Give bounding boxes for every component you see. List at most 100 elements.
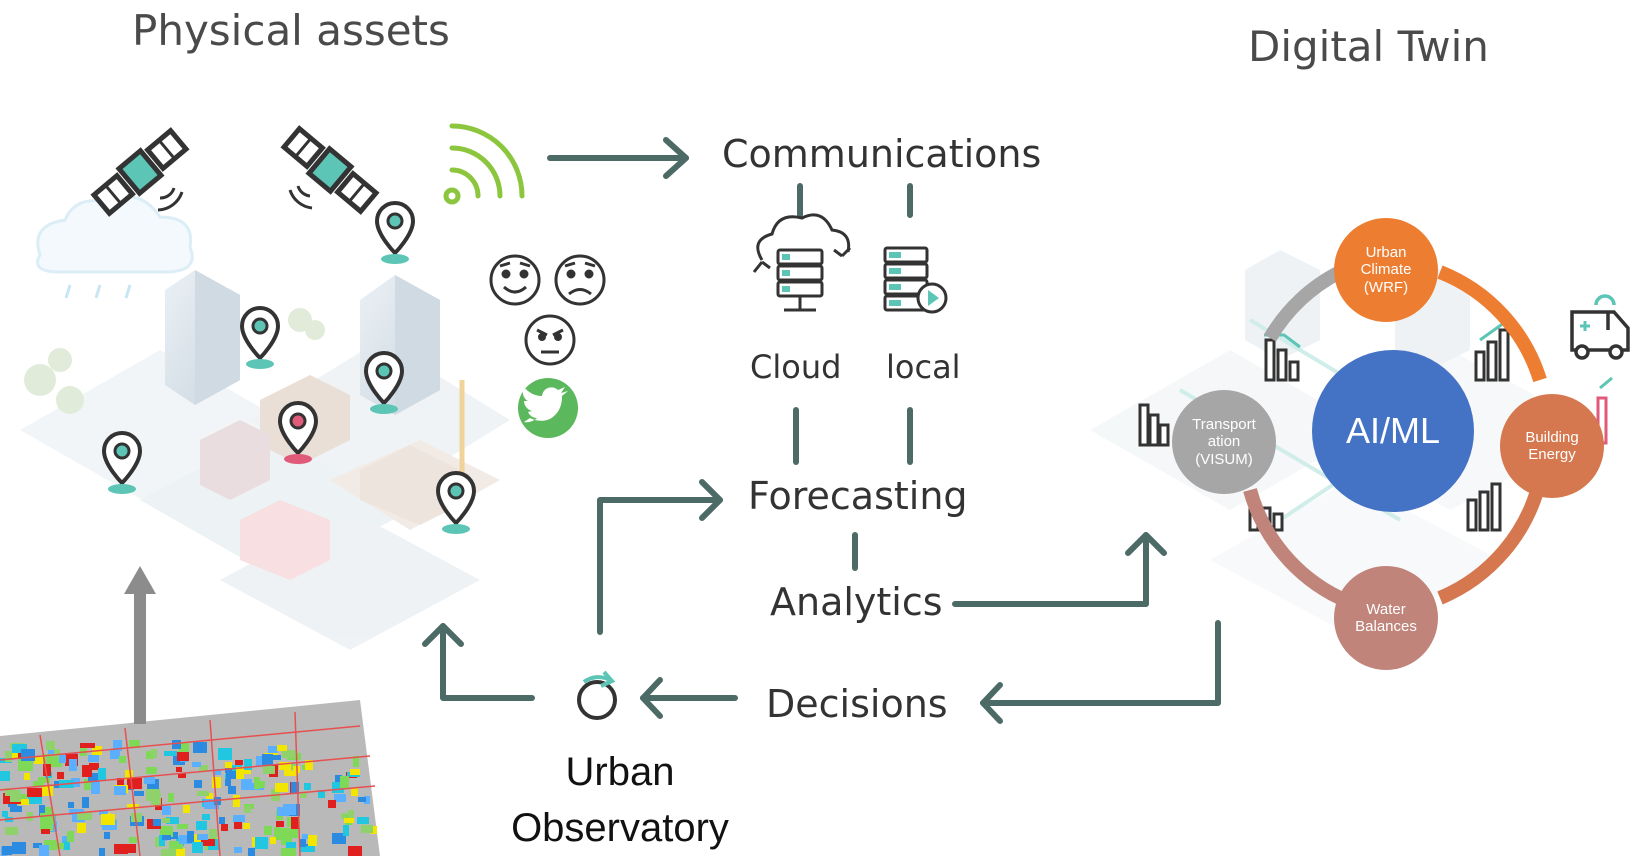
city-block xyxy=(262,754,273,766)
satellite-icon xyxy=(90,127,190,217)
city-block xyxy=(334,794,346,802)
city-block xyxy=(146,751,154,759)
water-balances-line-1: Water xyxy=(1366,600,1406,618)
city-block xyxy=(275,783,288,792)
city-block xyxy=(285,828,298,838)
city-block xyxy=(302,834,308,839)
city-block xyxy=(201,839,215,846)
ambulance-icon xyxy=(1570,294,1630,360)
communications-label: Communications xyxy=(722,132,1042,176)
city-block xyxy=(318,790,325,798)
wifi-signal-icon xyxy=(443,123,525,205)
urban-climate-line-3: (WRF) xyxy=(1363,278,1409,296)
city-block xyxy=(281,848,296,856)
physical-assets-heading: Physical assets xyxy=(132,6,450,55)
water-balances-node: Water Balances xyxy=(1334,566,1438,670)
city-block xyxy=(40,813,55,824)
city-block xyxy=(44,807,52,815)
city-block xyxy=(82,765,92,777)
city-block xyxy=(179,743,189,752)
city-block xyxy=(151,749,157,758)
city-block xyxy=(129,837,137,843)
city-block xyxy=(98,768,106,780)
building-energy-line-1: Building xyxy=(1525,428,1579,446)
transportation-line-1: Transport xyxy=(1192,416,1256,434)
city-block xyxy=(283,804,296,815)
city-block xyxy=(194,780,202,788)
city-block xyxy=(176,767,182,772)
city-block xyxy=(44,840,57,850)
city-block xyxy=(129,740,140,748)
city-block xyxy=(56,843,64,849)
city-block xyxy=(284,767,292,776)
city-block xyxy=(353,756,359,767)
city-block xyxy=(270,837,276,844)
city-block xyxy=(67,831,74,842)
city-block xyxy=(134,791,144,796)
city-block xyxy=(272,755,281,760)
city-block xyxy=(27,812,33,821)
city-block xyxy=(225,768,232,773)
urban-observatory-label: Urban Observatory xyxy=(470,744,770,856)
city-block xyxy=(221,824,228,831)
city-block xyxy=(226,771,237,779)
city-block xyxy=(80,743,95,748)
city-block xyxy=(127,778,142,789)
location-pins xyxy=(101,200,477,534)
city-block xyxy=(192,842,203,853)
city-block xyxy=(169,841,183,849)
bar-chart-icon xyxy=(1466,482,1502,532)
cloud-server-icon xyxy=(752,213,852,312)
city-block xyxy=(34,757,45,764)
city-block xyxy=(187,831,194,843)
city-block xyxy=(234,818,242,829)
city-block xyxy=(162,818,170,823)
city-block xyxy=(234,847,242,853)
city-block xyxy=(41,829,50,834)
city-block xyxy=(241,779,252,790)
observatory-line-1: Urban xyxy=(565,750,675,794)
rain-cloud-icon xyxy=(36,195,194,274)
city-block xyxy=(19,799,29,805)
local-label: local xyxy=(886,348,961,386)
city-block xyxy=(57,772,64,779)
city-block xyxy=(43,764,51,776)
city-block xyxy=(113,740,122,751)
city-block xyxy=(361,825,373,833)
city-block xyxy=(38,777,50,783)
building-energy-line-2: Energy xyxy=(1528,446,1576,463)
city-block xyxy=(48,757,62,767)
city-block xyxy=(358,797,366,802)
city-block xyxy=(19,794,27,802)
city-block xyxy=(193,742,207,753)
city-block xyxy=(357,817,369,824)
city-block xyxy=(84,779,92,790)
city-block xyxy=(110,749,120,759)
city-block xyxy=(104,832,110,839)
city-block xyxy=(350,769,360,775)
city-block xyxy=(199,765,208,771)
city-block xyxy=(300,839,306,847)
city-block xyxy=(277,807,289,816)
city-block xyxy=(88,773,99,782)
city-block xyxy=(77,813,92,820)
location-pin-icon xyxy=(101,430,143,494)
water-balances-line-2: Balances xyxy=(1355,618,1417,635)
city-block xyxy=(212,777,221,788)
city-block xyxy=(209,829,217,840)
city-block xyxy=(196,821,207,830)
city-block xyxy=(344,818,354,823)
local-server-icon xyxy=(883,246,948,314)
city-block xyxy=(117,778,124,790)
location-pin-icon xyxy=(239,305,281,369)
city-block xyxy=(162,806,171,815)
city-block xyxy=(119,756,126,763)
decisions-label: Decisions xyxy=(766,682,948,726)
city-block xyxy=(206,793,213,799)
signal-waves xyxy=(157,187,184,212)
city-block xyxy=(264,826,272,835)
city-block xyxy=(183,805,190,813)
city-block xyxy=(127,804,139,809)
city-block xyxy=(332,782,344,793)
city-block xyxy=(63,841,70,850)
